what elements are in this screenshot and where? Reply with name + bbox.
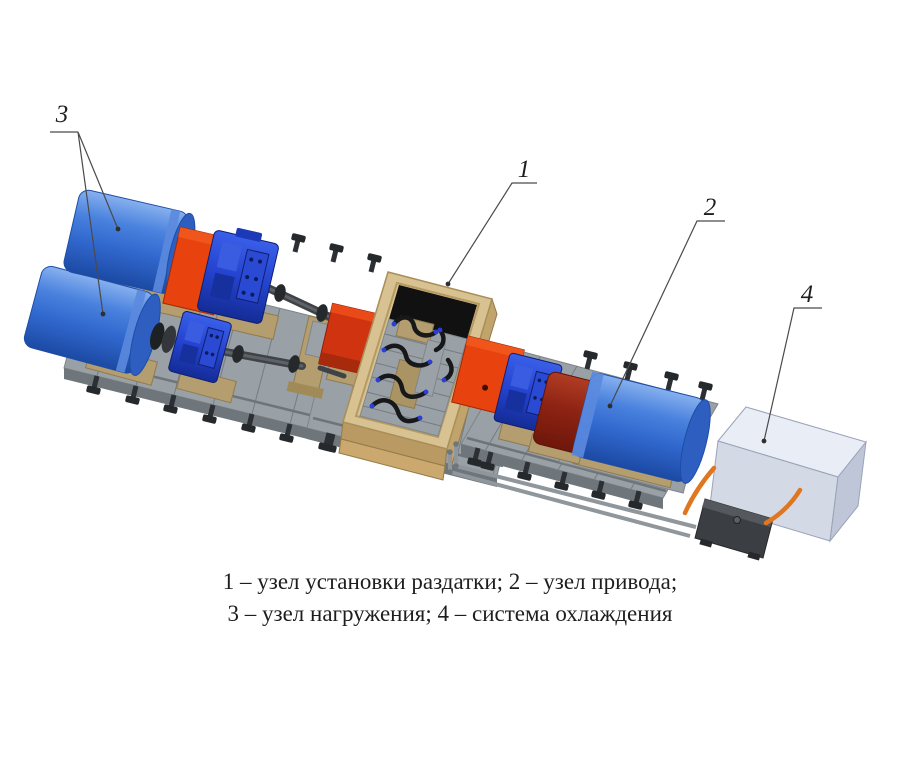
crate-opening (389, 285, 477, 339)
drive-motor (571, 371, 711, 484)
t-bolt (288, 232, 307, 254)
cv-joint (288, 355, 300, 373)
caption-line-2: 3 – узел нагружения; 4 – система охлажде… (227, 601, 673, 626)
driveshaft-upper (264, 284, 336, 322)
t-bolt (661, 370, 680, 392)
callout-1: 1 (518, 156, 531, 183)
loading-gearbox-lower (168, 310, 232, 384)
loading-gearbox-upper (197, 227, 279, 324)
callout-2: 2 (704, 194, 717, 221)
hose (682, 465, 717, 516)
crate-plank (338, 438, 446, 481)
callouts: 3 1 2 4 (50, 101, 822, 444)
transfer-case-crate (338, 271, 498, 481)
coupling-discs (149, 322, 177, 353)
callout-1-leader (447, 182, 537, 285)
t-bolt (364, 252, 383, 274)
cv-joint (232, 345, 244, 363)
callout-2-leader (609, 220, 725, 407)
coolant-pipes (447, 441, 697, 538)
hose (763, 487, 803, 526)
callout-3: 3 (55, 101, 69, 128)
t-bolt (326, 242, 345, 264)
driveshaft-lower (222, 345, 347, 379)
pump-cap (733, 516, 741, 524)
plate-rail (466, 436, 667, 493)
cv-joint (274, 284, 286, 302)
figure-caption: 1 – узел установки раздатки; 2 – узел пр… (0, 566, 900, 630)
loading-motor-lower (23, 265, 161, 376)
pump-unit (694, 498, 774, 561)
callout-4-leader (763, 307, 822, 442)
crate-rim-inner (354, 281, 481, 439)
tank-side (829, 440, 867, 543)
caption-line-1: 1 – узел установки раздатки; 2 – узел пр… (222, 569, 678, 594)
coolant-hoses (682, 465, 803, 526)
inspection-hole (482, 384, 489, 391)
clamp-bolt-tips (369, 321, 447, 421)
cooling-tank (709, 406, 867, 543)
clamp-levers (369, 315, 454, 424)
callout-4: 4 (801, 281, 814, 308)
callout-3-leader (50, 131, 119, 315)
cv-joint (316, 304, 328, 322)
pump-top (702, 499, 773, 527)
